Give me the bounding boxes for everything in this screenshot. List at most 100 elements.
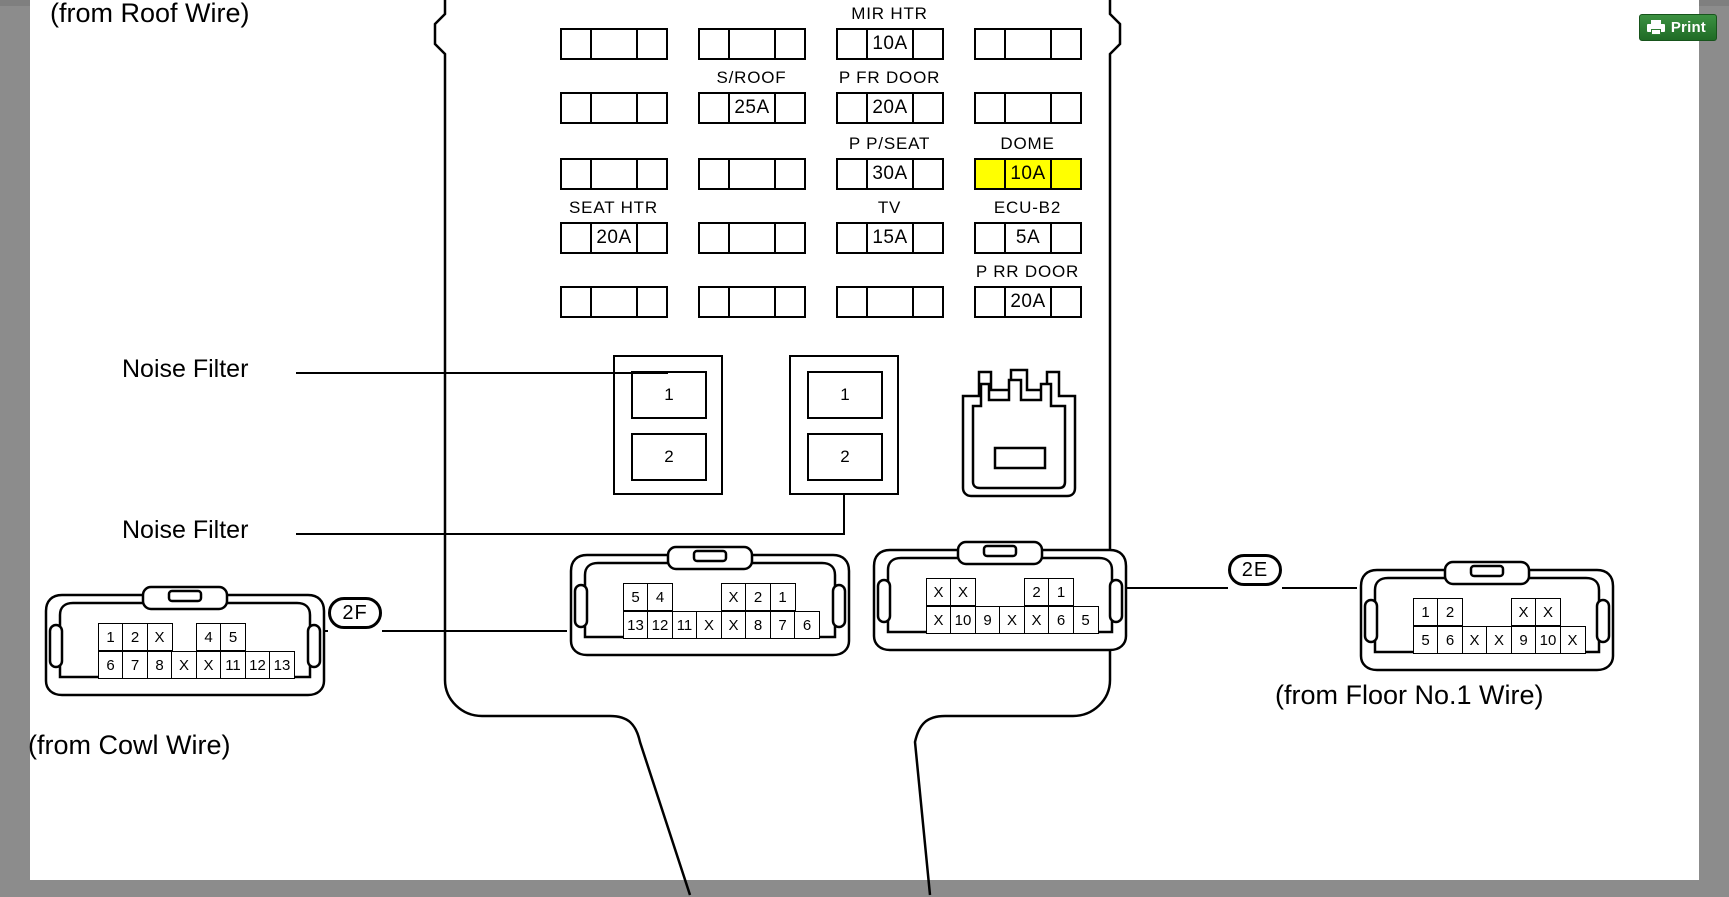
print-button[interactable]: Print [1638,14,1717,41]
fuse-terminal-right [636,224,666,252]
connector-pin[interactable]: X [1023,606,1050,634]
fuse-slot[interactable]: 20A [836,92,944,124]
fuse-terminal-left [976,160,1006,188]
connector-pin[interactable]: 11 [220,651,246,679]
connector-pin[interactable]: 4 [195,623,222,651]
connector-pin[interactable]: X [696,611,722,639]
fuse-slot-empty[interactable] [974,28,1082,60]
fuse-terminal-right [774,224,804,252]
tag-2f: 2F [328,597,382,629]
relay-block[interactable] [955,360,1095,500]
connector-pin[interactable]: 1 [97,623,124,651]
noise-filter-2-pin-bottom: 2 [807,433,883,481]
connector-pin[interactable]: 5 [220,623,246,651]
fuse-rating: 15A [872,227,908,248]
tag-2f-leader-right [382,630,567,632]
fuse-slot-empty[interactable] [698,286,806,318]
fuse-slot-empty[interactable] [698,222,806,254]
connector-pin[interactable]: X [1510,598,1537,626]
connector-pin[interactable]: 10 [1535,626,1561,654]
fuse-slot[interactable]: 10A [974,158,1082,190]
connector-pin[interactable]: 11 [671,611,698,639]
connector-pin[interactable]: 6 [794,611,820,639]
noise-filter-2-pin-top: 1 [807,371,883,419]
connector-pin[interactable]: 2 [745,583,771,611]
fuse-label: MIR HTR [851,4,928,23]
fuse-slot[interactable]: 20A [560,222,668,254]
connector-pin[interactable]: 2 [122,623,148,651]
connector-pin[interactable]: 1 [769,583,796,611]
fuse-terminal-right [1050,30,1080,58]
fuse-rating: 20A [872,97,908,118]
fuse-slot-empty[interactable] [560,158,668,190]
fuse-rating [730,160,774,188]
connector-pin[interactable]: 4 [647,583,673,611]
fuse-slot[interactable]: 20A [974,286,1082,318]
connector-pin[interactable]: 9 [974,606,1001,634]
connector-pin[interactable]: 5 [1412,626,1439,654]
connector-pin[interactable]: X [720,583,747,611]
fuse-slot[interactable]: 25A [698,92,806,124]
connector-pin[interactable]: 1 [1412,598,1439,626]
connector-pin[interactable]: X [1461,626,1488,654]
connector-pin[interactable]: 13 [622,611,649,639]
fuse-slot-empty[interactable] [560,92,668,124]
connector-pin[interactable]: 5 [622,583,649,611]
connector-pin[interactable]: 5 [1072,606,1099,634]
connector-pin[interactable]: X [195,651,222,679]
connector-pin-gap [975,578,1001,606]
connector-pin[interactable]: 8 [146,651,173,679]
connector-pin[interactable]: 12 [647,611,673,639]
connector-pin[interactable]: 2 [1437,598,1463,626]
connector-pin[interactable]: X [146,623,173,651]
connector-pin[interactable]: 12 [244,651,271,679]
fuse-terminal-left [700,288,730,316]
fuse-slot[interactable]: 5A [974,222,1082,254]
connector-pin[interactable]: X [1559,626,1586,654]
fuse-slot-empty[interactable] [836,286,944,318]
connector-pin[interactable]: X [720,611,747,639]
connector-pin[interactable]: X [171,651,197,679]
connector-pin[interactable]: 1 [1048,578,1074,606]
connector-pin[interactable]: X [925,606,952,634]
connector-pin[interactable]: 7 [769,611,796,639]
noise-filter-leader-2-riser [843,495,845,535]
connector-pin[interactable]: X [999,606,1025,634]
fuse-terminal-right [636,288,666,316]
fuse-slot[interactable]: 30A [836,158,944,190]
connector-pin[interactable]: 2 [1023,578,1050,606]
noise-filter-1-pin-top: 1 [631,371,707,419]
connector-pin-gap [1462,598,1488,626]
connector-pin[interactable]: X [1486,626,1512,654]
fuse-slot[interactable]: 15A [836,222,944,254]
noise-filter-1-pin-bottom: 2 [631,433,707,481]
fuse-rating [592,94,636,122]
connector-pin[interactable]: 8 [745,611,771,639]
fuse-slot[interactable]: 10A [836,28,944,60]
fuse-label: DOME [1000,134,1055,153]
fuse-slot-empty[interactable] [698,158,806,190]
noise-filter-box-1[interactable]: 1 2 [613,355,723,495]
connector-pin[interactable]: X [925,578,952,606]
fuse-slot-empty[interactable] [698,28,806,60]
connector-pin[interactable]: 7 [122,651,148,679]
connector-pin[interactable]: 6 [1437,626,1463,654]
connector-pin[interactable]: 13 [269,651,295,679]
connector-pin-gap [696,583,722,611]
connector-pin[interactable]: X [1535,598,1561,626]
connector-pin[interactable]: 9 [1510,626,1537,654]
fuse-rating: 5A [1015,227,1041,248]
connector-pin[interactable]: X [950,578,976,606]
noise-filter-box-2[interactable]: 1 2 [789,355,899,495]
connector-pin[interactable]: 6 [1048,606,1074,634]
connector-pin[interactable]: 10 [950,606,976,634]
fuse-slot-empty[interactable] [560,286,668,318]
fuse-slot-empty[interactable] [560,28,668,60]
fuse-slot-empty[interactable] [974,92,1082,124]
fuse-terminal-right [774,288,804,316]
fuse-terminal-right [912,160,942,188]
connector-pin[interactable]: 6 [97,651,124,679]
